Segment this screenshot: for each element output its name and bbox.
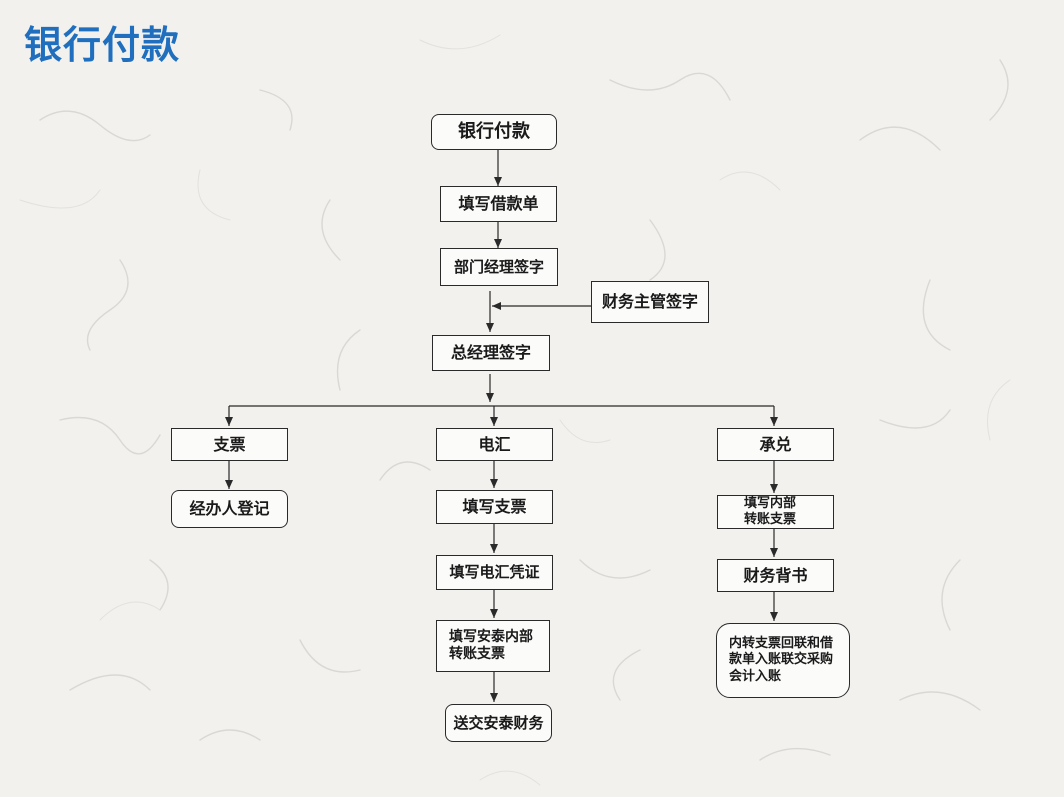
fill-cheque-node: 填写支票 <box>436 490 553 524</box>
general-manager-sign-node: 总经理签字 <box>432 335 550 371</box>
fill-internal-transfer-cheque-node: 填写内部 转账支票 <box>717 495 834 529</box>
wire-transfer-node: 电汇 <box>436 428 553 461</box>
finance-endorse-node: 财务背书 <box>717 559 834 592</box>
cheque-node: 支票 <box>171 428 288 461</box>
fill-loan-form-node: 填写借款单 <box>440 186 557 222</box>
acceptance-node: 承兑 <box>717 428 834 461</box>
dept-manager-sign-node: 部门经理签字 <box>440 248 558 286</box>
send-to-antai-finance-node: 送交安泰财务 <box>445 704 552 742</box>
post-to-accounting-node: 内转支票回联和借 款单入账联交采购 会计入账 <box>716 623 850 698</box>
fill-wire-voucher-node: 填写电汇凭证 <box>436 555 553 590</box>
fill-antai-transfer-cheque-node: 填写安泰内部 转账支票 <box>436 620 550 672</box>
handler-register-node: 经办人登记 <box>171 490 288 528</box>
page-title: 银行付款 <box>24 23 181 67</box>
finance-supervisor-sign-node: 财务主管签字 <box>591 281 709 323</box>
start-node: 银行付款 <box>431 114 557 150</box>
